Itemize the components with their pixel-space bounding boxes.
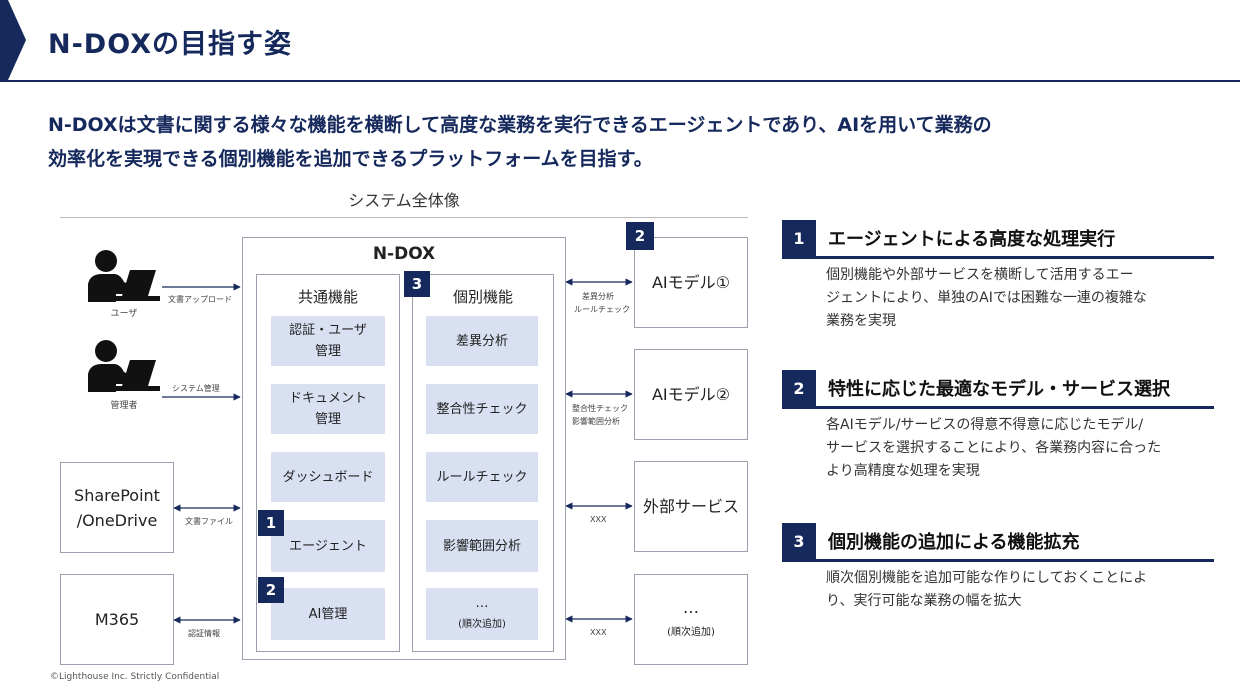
individual-functions-label: 個別機能 (452, 288, 513, 306)
feature-2-body: 各AIモデル/サービスの得意不得意に応じたモデル/ サービスを選択することにより… (826, 414, 1196, 483)
future-service-note: (順次追加) (667, 626, 715, 638)
feature-2-header: 2 特性に応じた最適なモデル・サービス選択 (782, 370, 1214, 409)
flow-label-upload: 文書アップロード (168, 295, 232, 304)
feature-2-title: 特性に応じた最適なモデル・サービス選択 (828, 379, 1170, 400)
external-service-box: 外部サービス (634, 461, 748, 552)
individual-item-consistency: 整合性チェック (426, 384, 538, 434)
feature-2-line-1: 各AIモデル/サービスの得意不得意に応じたモデル/ (826, 417, 1144, 433)
ai-model-1-label: AIモデル① (651, 273, 730, 292)
flow-label-ai2-a: 整合性チェック (572, 404, 628, 413)
common-item-ai-management-label: AI管理 (308, 606, 348, 622)
flow-label-future: XXX (590, 628, 607, 637)
individual-item-future: … (順次追加) (426, 588, 538, 640)
sharepoint-line-2: /OneDrive (76, 510, 158, 530)
common-item-agent: エージェント (271, 520, 385, 572)
common-item-auth: 認証・ユーザ 管理 (271, 316, 385, 366)
individual-item-diff-label: 差異分析 (455, 333, 508, 349)
individual-item-impact: 影響範囲分析 (426, 520, 538, 572)
feature-3-number: 3 (782, 523, 816, 559)
badge-ai-model: 2 (626, 222, 654, 250)
ai-model-1-box: AIモデル① (634, 237, 748, 328)
user-laptop-icon (88, 250, 160, 302)
lead-line-1: N-DOXは文書に関する様々な機能を横断して高度な業務を実行できるエージェントで… (48, 114, 992, 136)
common-item-document-line-1: ドキュメント (288, 391, 367, 406)
common-item-ai-management: AI管理 (271, 588, 385, 640)
external-service-label: 外部サービス (642, 497, 739, 516)
flow-label-files: 文書ファイル (185, 517, 233, 526)
common-item-document-line-2: 管理 (314, 412, 341, 427)
feature-1-line-1: 個別機能や外部サービスを横断して活用するエー (826, 267, 1134, 283)
title-chevron-icon (0, 0, 26, 80)
flow-label-auth: 認証情報 (188, 629, 220, 638)
flow-label-ai1-b: ルールチェック (574, 305, 630, 314)
sharepoint-box: SharePoint /OneDrive (60, 462, 174, 553)
individual-item-diff: 差異分析 (426, 316, 538, 366)
footer-copyright: ©Lighthouse Inc. Strictly Confidential (50, 672, 220, 682)
common-item-agent-label: エージェント (289, 538, 367, 554)
common-functions-label: 共通機能 (297, 288, 358, 306)
feature-2-line-2: サービスを選択することにより、各業務内容に合った (826, 440, 1162, 456)
user-label: ユーザ (110, 309, 138, 319)
common-item-dashboard-label: ダッシュボード (282, 469, 374, 485)
m365-label: M365 (94, 610, 140, 629)
individual-item-future-ellipsis: … (475, 596, 489, 611)
feature-3-header: 3 個別機能の追加による機能拡充 (782, 523, 1214, 562)
lead-text: N-DOXは文書に関する様々な機能を横断して高度な業務を実行できるエージェントで… (48, 108, 1208, 176)
diagram-title: システム全体像 (348, 191, 460, 210)
feature-2-line-3: より高精度な処理を実現 (826, 463, 980, 479)
title-divider (0, 80, 1240, 82)
feature-3-title: 個別機能の追加による機能拡充 (828, 532, 1080, 553)
ndox-label: N-DOX (372, 244, 436, 264)
individual-item-impact-label: 影響範囲分析 (442, 538, 521, 554)
feature-1-line-2: ジェントにより、単独のAIでは困難な一連の複雑な (826, 290, 1147, 306)
badge-agent: 1 (258, 510, 284, 536)
feature-1-body: 個別機能や外部サービスを横断して活用するエー ジェントにより、単独のAIでは困難… (826, 264, 1196, 333)
feature-3-line-2: り、実行可能な業務の幅を拡大 (826, 593, 1022, 609)
diagram-divider (60, 217, 748, 218)
common-item-document: ドキュメント 管理 (271, 384, 385, 434)
feature-1-header: 1 エージェントによる高度な処理実行 (782, 220, 1214, 259)
flow-label-ai1-a: 差異分析 (582, 292, 614, 301)
individual-item-consistency-label: 整合性チェック (436, 401, 528, 417)
individual-item-rule-check: ルールチェック (426, 452, 538, 502)
individual-item-rule-check-label: ルールチェック (436, 469, 528, 485)
ai-model-2-box: AIモデル② (634, 349, 748, 440)
feature-1-line-3: 業務を実現 (826, 313, 896, 329)
flow-label-admin: システム管理 (172, 384, 220, 393)
feature-3-body: 順次個別機能を追加可能な作りにしておくことによ り、実行可能な業務の幅を拡大 (826, 567, 1196, 613)
feature-2-number: 2 (782, 370, 816, 406)
m365-box: M365 (60, 574, 174, 665)
common-item-auth-line-2: 管理 (314, 344, 341, 359)
badge-individual-functions: 3 (404, 271, 430, 297)
lead-line-2: 効率化を実現できる個別機能を追加できるプラットフォームを目指す。 (48, 148, 653, 170)
admin-laptop-icon (88, 340, 160, 392)
admin-label: 管理者 (110, 401, 138, 411)
individual-item-future-note: (順次追加) (458, 619, 506, 630)
feature-1-number: 1 (782, 220, 816, 256)
ai-model-2-label: AIモデル② (651, 385, 730, 404)
common-item-dashboard: ダッシュボード (271, 452, 385, 502)
feature-3-line-1: 順次個別機能を追加可能な作りにしておくことによ (826, 570, 1148, 586)
common-item-auth-line-1: 認証・ユーザ (289, 323, 367, 338)
future-service-box: … (順次追加) (634, 574, 748, 665)
flow-label-ai2-b: 影響範囲分析 (572, 417, 620, 426)
future-service-ellipsis: … (683, 597, 699, 617)
flow-label-external: XXX (590, 515, 607, 524)
sharepoint-line-1: SharePoint (74, 485, 160, 505)
page-title: N-DOXの目指す姿 (48, 29, 293, 60)
feature-1-title: エージェントによる高度な処理実行 (828, 229, 1116, 250)
badge-ai-management: 2 (258, 577, 284, 603)
